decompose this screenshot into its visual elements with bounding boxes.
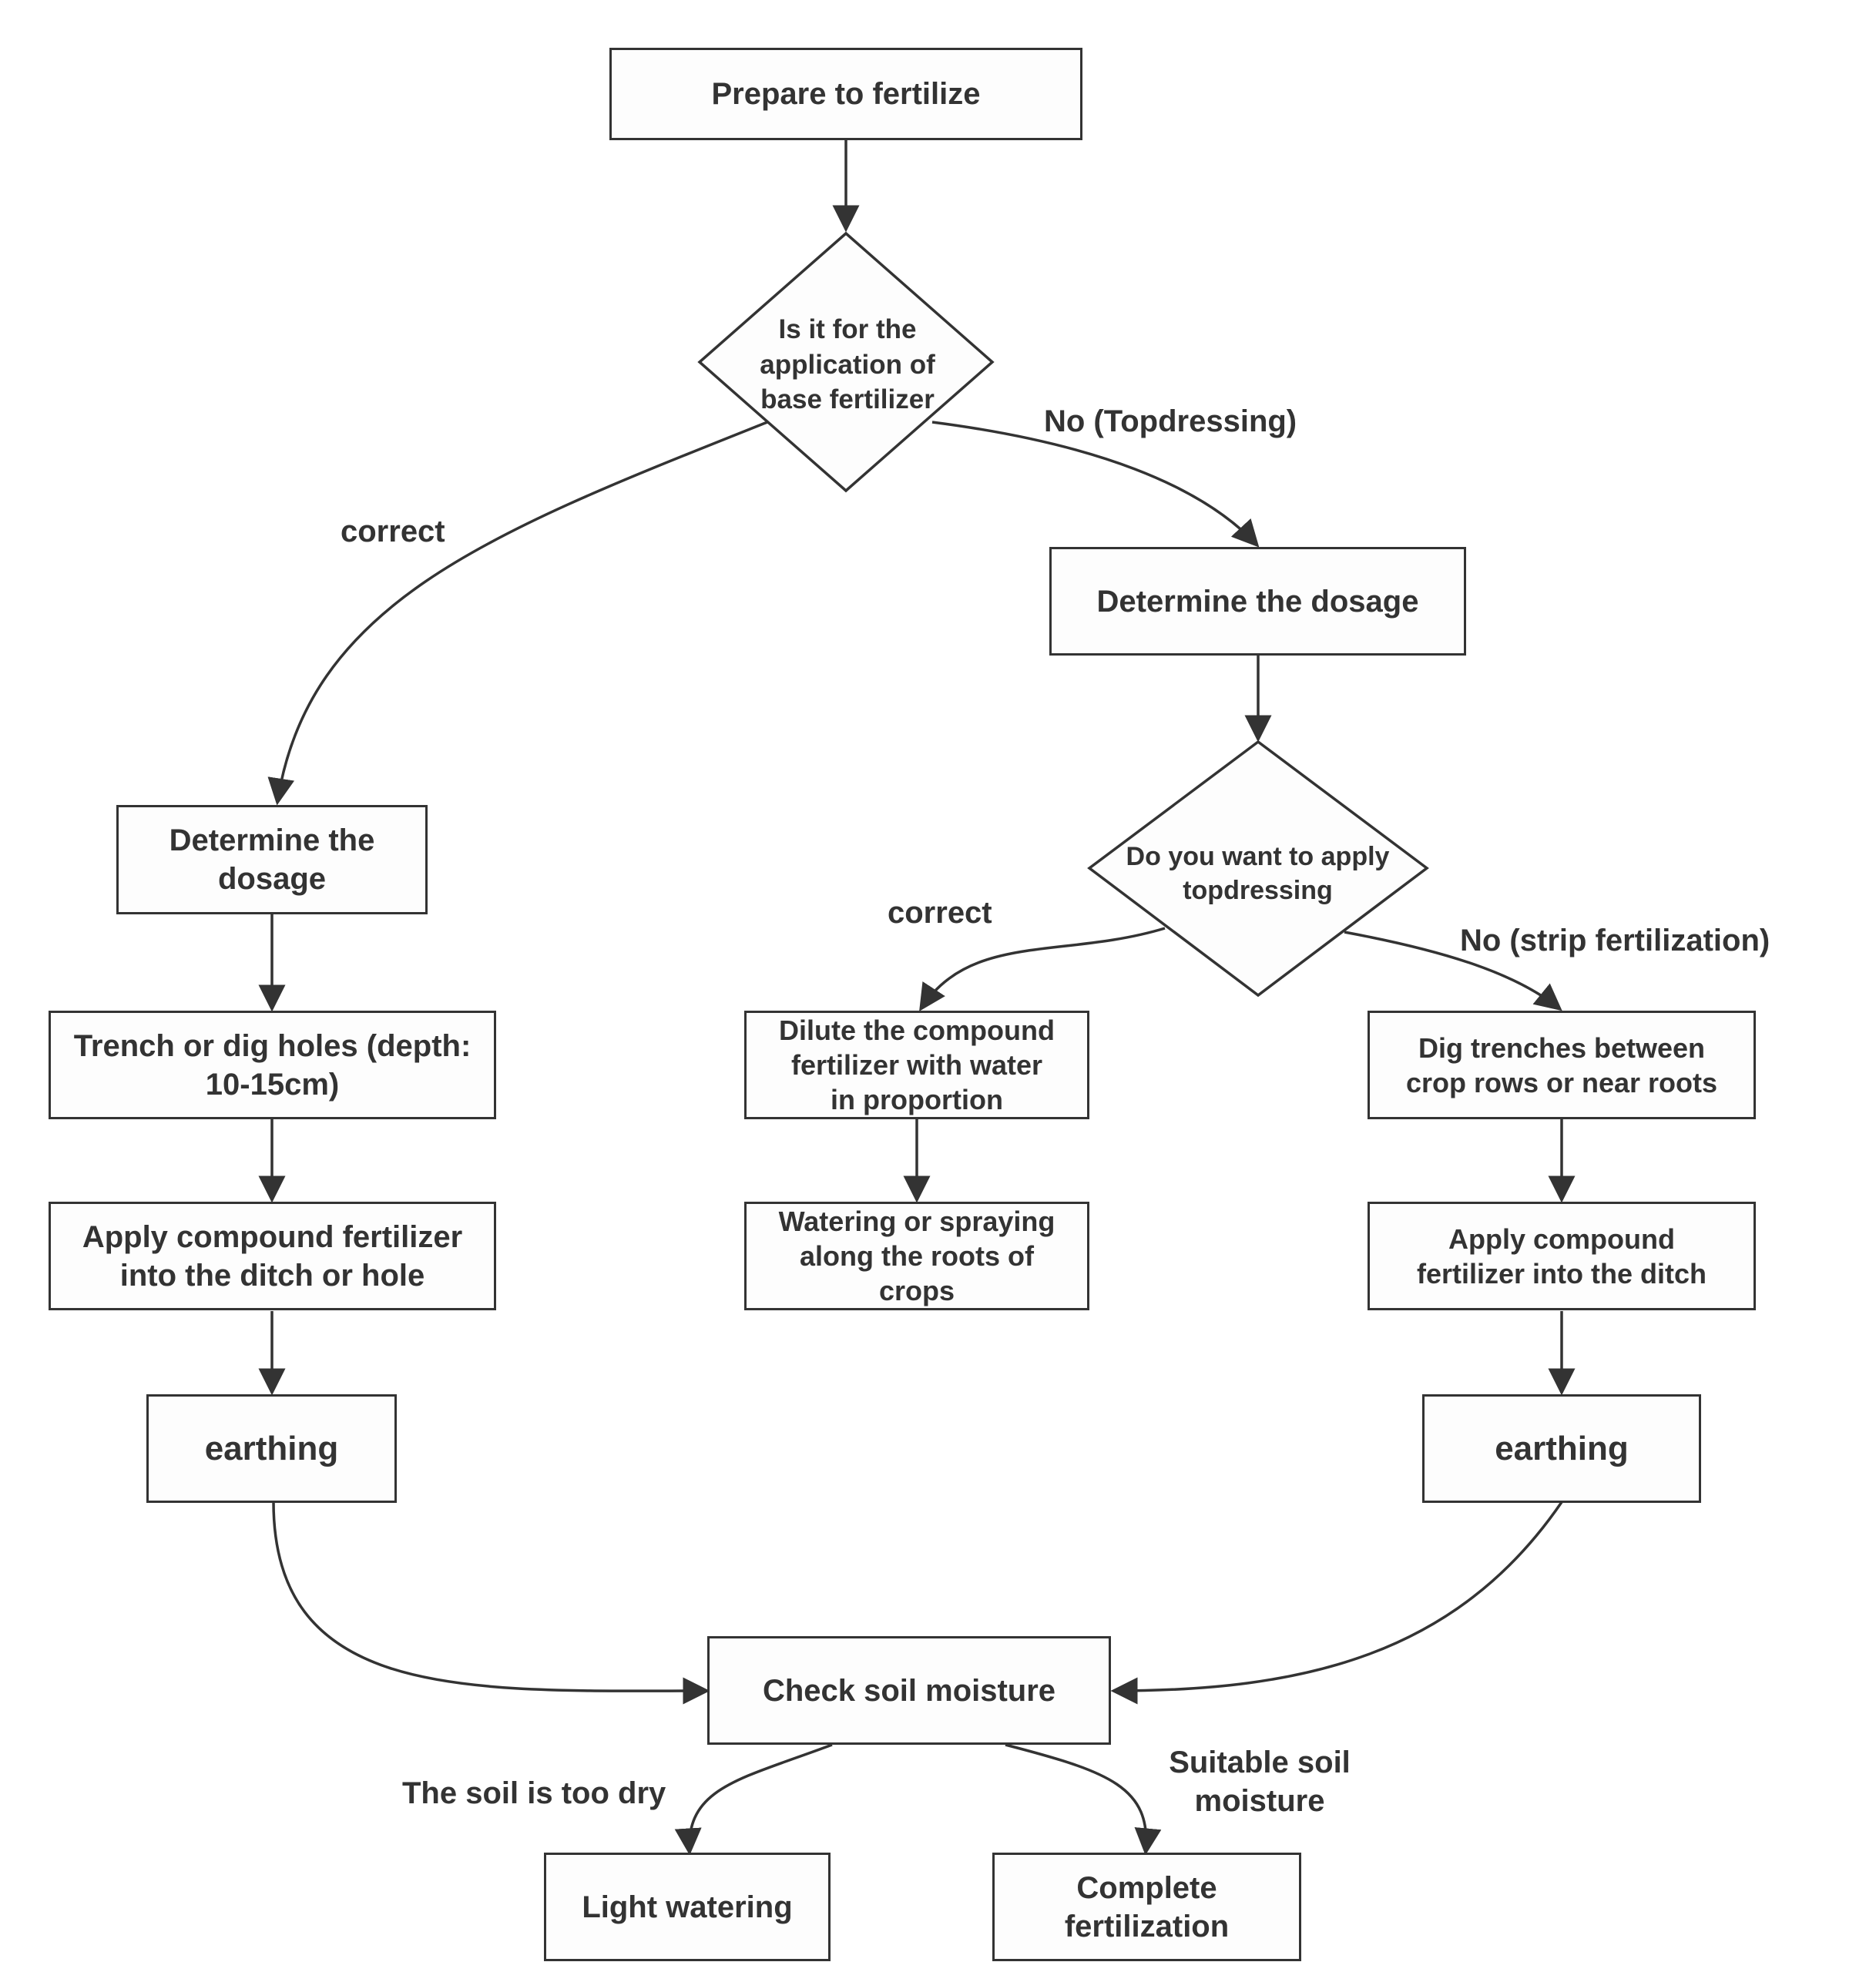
edge-suitable	[1005, 1743, 1162, 1856]
edge-label-base-no: No (Topdressing)	[1044, 404, 1297, 438]
node-trench-or-dig-holes: Trench or dig holes (depth: 10-15cm)	[49, 1011, 496, 1119]
edge-earthing-right-to-check	[1110, 1501, 1563, 1705]
node-dilute-compound-fertilizer: Dilute the compound fertilizer with wate…	[744, 1011, 1089, 1119]
decision-topdressing-diamond	[1087, 740, 1429, 998]
node-light-watering: Light watering	[544, 1853, 831, 1961]
node-apply-compound-fertilizer-left: Apply compound fertilizer into the ditch…	[49, 1202, 496, 1310]
edge-base-correct	[267, 421, 768, 806]
edge-top-correct	[919, 927, 1166, 1011]
node-label: Determine the dosage	[169, 823, 375, 896]
node-right-determine-dosage: Determine the dosage	[1049, 547, 1466, 656]
node-earthing-left: earthing	[146, 1394, 397, 1503]
node-prepare-to-fertilize: Prepare to fertilize	[609, 48, 1082, 140]
edge-label-suitable: Suitable soil moisture	[1169, 1746, 1351, 1818]
node-label: Apply compound fertilizer into the ditch	[1416, 1222, 1707, 1290]
edge-top-no	[1344, 931, 1562, 1011]
node-label: Determine the dosage	[1096, 584, 1419, 619]
decision-topdressing-text: Do you want to apply topdressing	[1126, 842, 1390, 906]
edge-label-top-correct: correct	[888, 896, 992, 930]
node-earthing-right: earthing	[1422, 1394, 1701, 1503]
decision-base-diamond	[697, 231, 995, 493]
edge-base-no	[931, 421, 1260, 548]
node-complete-fertilization: Complete fertilization	[992, 1853, 1301, 1961]
edge-earthing-left-to-check	[272, 1501, 710, 1705]
node-label: Apply compound fertilizer into the ditch…	[82, 1219, 463, 1293]
node-label: Dilute the compound fertilizer with wate…	[779, 1015, 1055, 1115]
node-label: Watering or spraying along the roots of …	[778, 1206, 1055, 1306]
edge-label-base-correct: correct	[341, 515, 445, 548]
node-watering-or-spraying: Watering or spraying along the roots of …	[744, 1202, 1089, 1310]
edge-label-too-dry: The soil is too dry	[402, 1776, 666, 1810]
node-label: earthing	[204, 1430, 339, 1467]
edge-too-dry	[674, 1743, 833, 1856]
node-label: earthing	[1495, 1430, 1629, 1467]
node-label: Light watering	[582, 1890, 793, 1924]
node-label: Check soil moisture	[762, 1673, 1056, 1708]
node-dig-trenches: Dig trenches between crop rows or near r…	[1368, 1011, 1756, 1119]
edge-label-top-no: No (strip fertilization)	[1460, 924, 1770, 957]
node-label: Dig trenches between crop rows or near r…	[1405, 1031, 1718, 1098]
decision-base-text: Is it for the application of base fertil…	[760, 314, 935, 414]
node-label: Prepare to fertilize	[711, 77, 981, 111]
node-apply-compound-fertilizer-right: Apply compound fertilizer into the ditch	[1368, 1202, 1756, 1310]
node-label: Complete fertilization	[1064, 1870, 1230, 1943]
node-check-soil-moisture: Check soil moisture	[707, 1636, 1111, 1745]
node-left-determine-dosage: Determine the dosage	[116, 805, 428, 914]
node-label: Trench or dig holes (depth: 10-15cm)	[73, 1028, 472, 1102]
